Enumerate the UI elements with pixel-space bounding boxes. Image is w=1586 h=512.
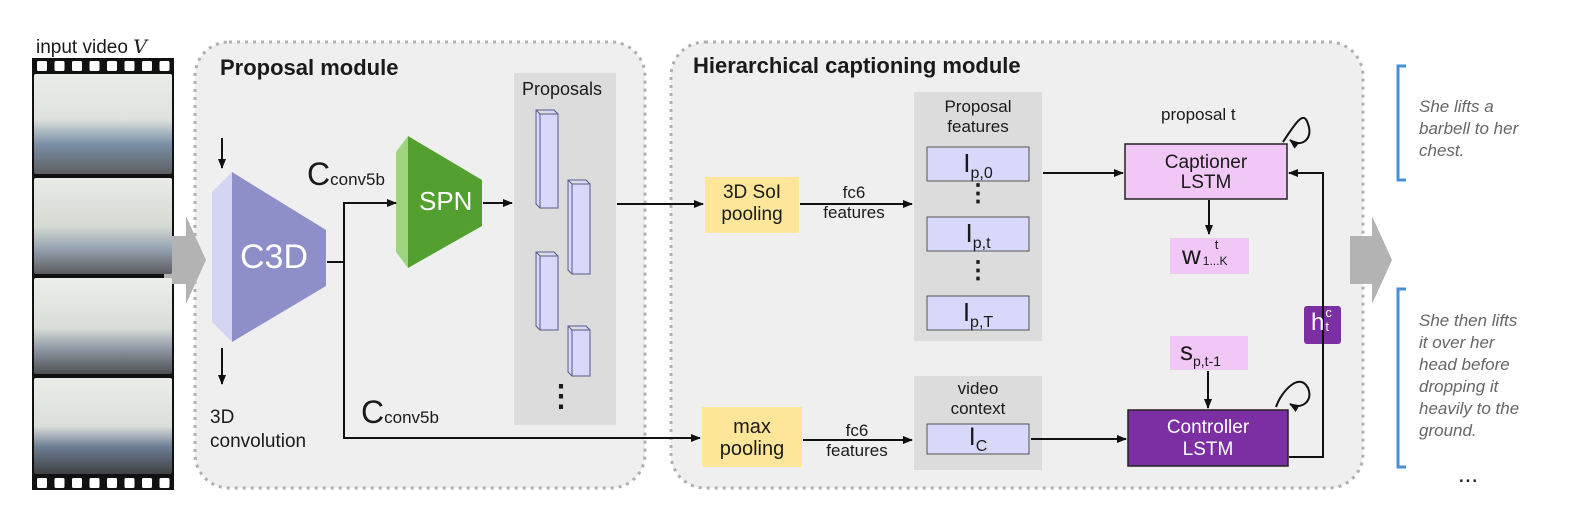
caption-1: She lifts a barbell to her chest.: [1419, 97, 1519, 160]
video-frame-2: [34, 178, 172, 274]
feature-box-p0: [926, 146, 1030, 182]
hidden-state-label: h c t: [1311, 305, 1332, 337]
film-perforation: [72, 61, 82, 71]
film-perforation: [142, 478, 152, 488]
c3d-to-maxpool-arrow: [343, 262, 701, 442]
c3d-to-spn-arrow: [327, 199, 397, 263]
film-perforation: [124, 61, 135, 71]
film-perforation: [54, 478, 65, 488]
film-perforation: [124, 478, 135, 488]
feature-pt-label: Ip,t: [965, 218, 991, 253]
controller-self-loop: [1275, 380, 1311, 413]
feature-pT-label: Ip,T: [962, 297, 994, 332]
proposals-label: Proposals: [522, 79, 603, 99]
proposal-bars: [535, 109, 591, 377]
words-label: w t 1...K: [1182, 237, 1228, 271]
soi-pooling-box: [705, 177, 799, 233]
feature-box-pT: [926, 295, 1030, 331]
feature-p0-label: Ip,0: [963, 148, 993, 183]
video-context-label: IC: [968, 423, 988, 455]
spn-label: SPN: [419, 186, 473, 216]
c3d-block: [212, 172, 326, 342]
video-frame-4: [34, 378, 172, 474]
features-ellipsis-1: ⋮: [966, 180, 990, 207]
video-frame-3: [34, 278, 172, 374]
film-perforation: [142, 61, 152, 71]
controller-to-captioner-loop: [1288, 169, 1324, 458]
film-perforation: [72, 478, 82, 488]
sentence-state-label: sp,t-1: [1180, 336, 1222, 370]
film-perforation: [89, 61, 100, 71]
feature-box-pt: [926, 216, 1030, 252]
film-perforation: [37, 478, 47, 488]
captioner-self-loop: [1282, 117, 1311, 149]
captioner-lstm-box: [1124, 143, 1288, 200]
words-box: [1170, 238, 1249, 274]
film-perforation: [37, 61, 47, 71]
features-ellipsis-2: ⋮: [966, 257, 990, 284]
film-perforation: [89, 478, 100, 488]
feature-label-top: Cconv5b: [307, 156, 385, 192]
controller-lstm-box: [1127, 409, 1289, 467]
film-perforation: [107, 61, 117, 71]
video-context-box: [926, 423, 1030, 455]
input-video-symbol: V: [133, 36, 147, 58]
proposals-ellipsis: ⋮: [546, 380, 576, 413]
input-arrow: [164, 216, 206, 304]
feature-label-bottom: Cconv5b: [361, 394, 439, 430]
video-frame-1: [34, 74, 172, 174]
film-perforation: [159, 61, 170, 71]
captioning-module-title: Hierarchical captioning module: [693, 53, 1021, 78]
caption-brackets: [1396, 64, 1406, 469]
proposal-t-label: proposal t: [1161, 105, 1236, 124]
max-pooling-box: [702, 407, 802, 467]
spn-block: [396, 136, 482, 268]
film-perforation: [107, 478, 117, 488]
proposals-panel: [514, 73, 616, 425]
output-arrow: [1350, 216, 1392, 304]
sentence-state-box: [1170, 336, 1248, 370]
proposal-module-title: Proposal module: [220, 55, 399, 80]
film-perforation: [159, 478, 170, 488]
c3d-label: C3D: [240, 238, 309, 276]
film-perforation: [54, 61, 65, 71]
caption-2: She then lifts it over her head before d…: [1419, 311, 1520, 440]
input-video-label: input video V: [36, 36, 147, 58]
trailing-ellipsis: ...: [1458, 461, 1479, 488]
